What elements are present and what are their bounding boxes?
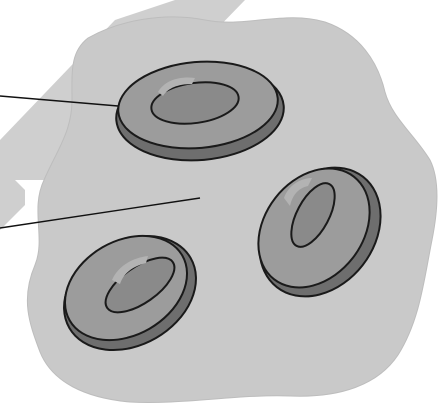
red-blood-cells-diagram (0, 0, 440, 412)
diagram-canvas (0, 0, 440, 412)
